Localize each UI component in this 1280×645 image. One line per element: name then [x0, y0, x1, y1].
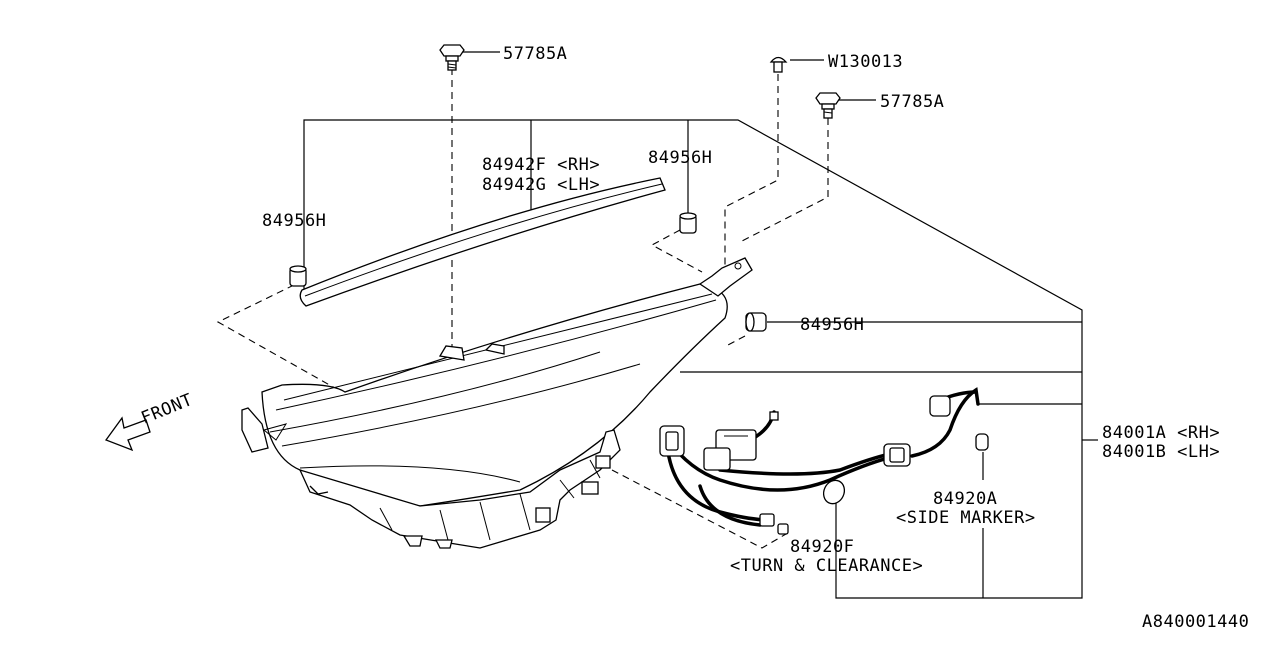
wiring-harness-icon	[659, 387, 989, 535]
label-turn-desc: <TURN & CLEARANCE>	[730, 556, 923, 576]
socket-left-icon	[659, 425, 685, 457]
bushing-left-icon	[289, 265, 307, 287]
label-side-marker-num: 84920A	[933, 489, 997, 509]
front-label: FRONT	[138, 390, 195, 429]
label-seal-lh: 84942G <LH>	[482, 175, 600, 195]
socket-right-icon	[929, 395, 951, 417]
label-assy-lh: 84001B <LH>	[1102, 442, 1220, 462]
label-seal-rh: 84942F <RH>	[482, 155, 600, 175]
seal-strip-icon	[299, 177, 666, 307]
clip-icon	[769, 56, 788, 73]
label-bolt-right: 57785A	[880, 92, 944, 112]
label-clip: W130013	[828, 52, 903, 72]
label-side-marker-desc: <SIDE MARKER>	[896, 508, 1036, 528]
label-bolt-top: 57785A	[503, 44, 567, 64]
side-marker-bulb-icon	[975, 433, 989, 451]
bolt-top-icon	[439, 44, 465, 71]
bushing-right-icon	[745, 312, 767, 332]
socket-mid-icon	[883, 443, 911, 467]
arrow-left-icon	[104, 416, 151, 452]
front-indicator: FRONT	[104, 390, 196, 452]
turn-bulb-icon	[822, 479, 846, 505]
label-bushing-left: 84956H	[262, 211, 326, 231]
bushing-mid-icon	[679, 212, 697, 234]
assembly-dashes	[216, 68, 829, 549]
bolt-right-icon	[815, 92, 841, 119]
headlamp-housing-icon	[241, 257, 753, 549]
diagram-id: A840001440	[1142, 612, 1249, 632]
label-turn-num: 84920F	[790, 537, 854, 557]
label-bushing-right: 84956H	[800, 315, 864, 335]
label-assy-rh: 84001A <RH>	[1102, 423, 1220, 443]
label-bushing-mid: 84956H	[648, 148, 712, 168]
reference-lines	[303, 51, 1098, 599]
connector-icon	[703, 429, 757, 471]
